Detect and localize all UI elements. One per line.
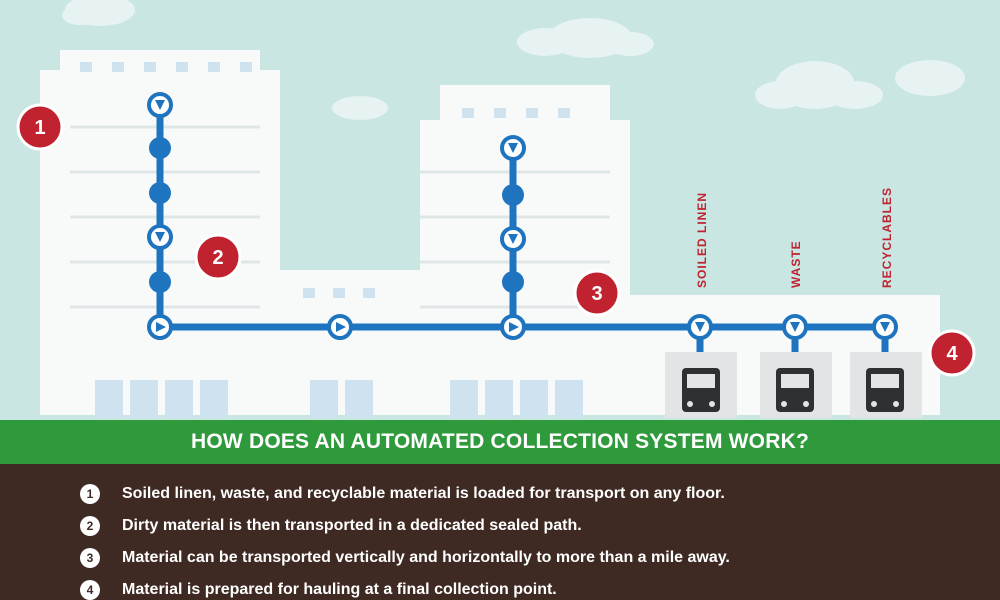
label-soiled-linen: SOILED LINEN bbox=[695, 192, 709, 288]
cloud-icon bbox=[517, 18, 654, 58]
banner-title: HOW DOES AN AUTOMATED COLLECTION SYSTEM … bbox=[191, 430, 809, 453]
steps-list: 1 Soiled linen, waste, and recyclable ma… bbox=[0, 464, 1000, 600]
step-number: 3 bbox=[80, 548, 100, 568]
svg-text:2: 2 bbox=[212, 247, 223, 269]
step-number: 1 bbox=[80, 484, 100, 504]
step-item: 2 Dirty material is then transported in … bbox=[80, 516, 582, 536]
arrow-down-icon bbox=[872, 314, 898, 340]
callout-badge-2: 2 bbox=[194, 233, 242, 281]
arrow-right-icon bbox=[147, 314, 173, 340]
arrow-down-icon bbox=[147, 224, 173, 250]
arrow-right-icon bbox=[500, 314, 526, 340]
cloud-icon bbox=[62, 0, 135, 26]
arrow-right-icon bbox=[327, 314, 353, 340]
svg-text:4: 4 bbox=[946, 343, 958, 365]
arrow-down-icon bbox=[687, 314, 713, 340]
truck-bay-soiled-linen bbox=[665, 352, 737, 418]
truck-bay-recyclables bbox=[850, 352, 922, 418]
collection-system-diagram: SOILED LINEN WASTE RECYCLABLES 1 2 3 4 bbox=[0, 0, 1000, 420]
step-item: 3 Material can be transported vertically… bbox=[80, 548, 730, 568]
diagram-illustration: SOILED LINEN WASTE RECYCLABLES 1 2 3 4 bbox=[0, 0, 1000, 420]
step-text: Material can be transported vertically a… bbox=[122, 549, 730, 566]
building-windows bbox=[80, 62, 583, 418]
callout-badge-1: 1 bbox=[16, 103, 64, 151]
title-banner: HOW DOES AN AUTOMATED COLLECTION SYSTEM … bbox=[0, 420, 1000, 464]
label-waste: WASTE bbox=[789, 240, 803, 288]
label-recyclables: RECYCLABLES bbox=[880, 187, 894, 288]
step-text: Material is prepared for hauling at a fi… bbox=[122, 581, 557, 598]
arrow-down-icon bbox=[500, 135, 526, 161]
arrow-down-icon bbox=[500, 226, 526, 252]
svg-text:1: 1 bbox=[34, 117, 45, 139]
callout-badge-3: 3 bbox=[573, 269, 621, 317]
arrow-down-icon bbox=[147, 92, 173, 118]
step-text: Soiled linen, waste, and recyclable mate… bbox=[122, 485, 725, 502]
step-number: 2 bbox=[80, 516, 100, 536]
step-number: 4 bbox=[80, 580, 100, 600]
pipe-nodes bbox=[149, 137, 524, 293]
cloud-icon bbox=[755, 60, 965, 109]
step-item: 1 Soiled linen, waste, and recyclable ma… bbox=[80, 484, 725, 504]
cloud-icon bbox=[332, 96, 388, 120]
truck-bay-waste bbox=[760, 352, 832, 418]
callout-badge-4: 4 bbox=[928, 329, 976, 377]
arrow-down-icon bbox=[782, 314, 808, 340]
step-text: Dirty material is then transported in a … bbox=[122, 517, 582, 534]
step-item: 4 Material is prepared for hauling at a … bbox=[80, 580, 557, 600]
svg-text:3: 3 bbox=[591, 283, 602, 305]
